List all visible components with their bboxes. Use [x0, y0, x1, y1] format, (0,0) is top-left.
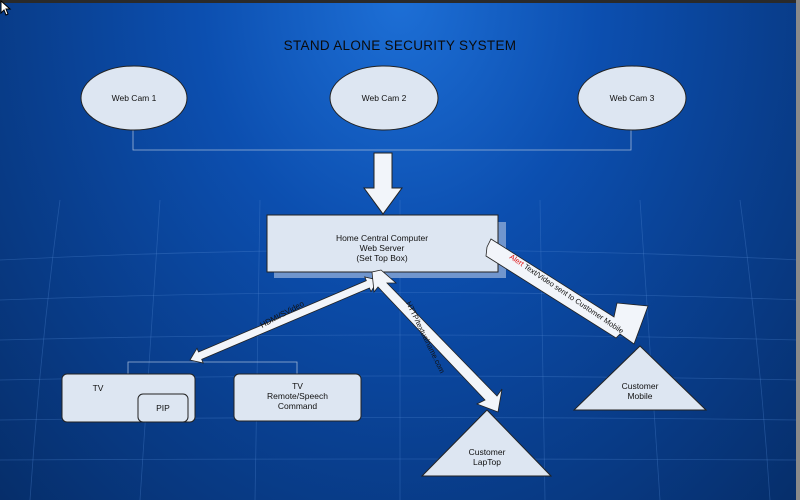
- customer-laptop-label-line2: LapTop: [473, 457, 501, 467]
- tv-bus-line: [127, 361, 298, 374]
- pip-box[interactable]: [137, 393, 189, 423]
- server-label-line3: (Set Top Box): [356, 253, 408, 263]
- webcam-1-shape[interactable]: [80, 65, 188, 131]
- tv-remote-label-line2: Remote/Speech: [267, 391, 328, 401]
- background-grid: [0, 199, 800, 500]
- hdmi-arrow: [189, 276, 379, 364]
- mouse-cursor-icon: [0, 0, 12, 16]
- http-label: HTTP/textualname.com: [404, 300, 447, 375]
- customer-mobile-label-line1: Customer: [621, 381, 659, 391]
- customer-laptop-label-line1: Customer: [468, 447, 506, 457]
- alert-label: Alert Text/Video sent to Customer Mobile: [508, 252, 625, 335]
- customer-mobile-shape[interactable]: [572, 345, 708, 411]
- webcam-3-shape[interactable]: [577, 65, 687, 131]
- webcam-bus-line: [132, 130, 632, 151]
- webcam-2-shape[interactable]: [329, 65, 439, 131]
- tv-remote-label: TV Remote/Speech Command: [234, 381, 361, 411]
- server-label-line2: Web Server: [359, 243, 405, 253]
- customer-laptop-label: Customer LapTop: [447, 447, 527, 467]
- webcam-1-label: Web Cam 1: [111, 93, 157, 103]
- tv-remote-label-line1: TV: [292, 381, 303, 391]
- server-label: Home Central Computer Web Server (Set To…: [292, 233, 472, 263]
- diagram-title: STAND ALONE SECURITY SYSTEM: [283, 38, 517, 53]
- http-arrow: [371, 269, 503, 413]
- tv-remote-box[interactable]: [233, 373, 362, 422]
- server-label-line1: Home Central Computer: [335, 233, 429, 243]
- alert-rest: Text/Video sent to Customer Mobile: [521, 261, 626, 336]
- alert-arrow: [485, 238, 649, 345]
- pip-label: PIP: [156, 403, 170, 413]
- webcam-3-label: Web Cam 3: [609, 93, 655, 103]
- tv-label: TV: [92, 383, 104, 393]
- tv-remote-label-line3: Command: [277, 401, 318, 411]
- server-box[interactable]: [266, 214, 499, 273]
- customer-laptop-shape[interactable]: [420, 409, 553, 477]
- webcam-to-server-arrow: [363, 152, 403, 215]
- customer-mobile-label-line2: Mobile: [627, 391, 653, 401]
- webcam-2-label: Web Cam 2: [361, 93, 407, 103]
- customer-mobile-label: Customer Mobile: [600, 381, 680, 401]
